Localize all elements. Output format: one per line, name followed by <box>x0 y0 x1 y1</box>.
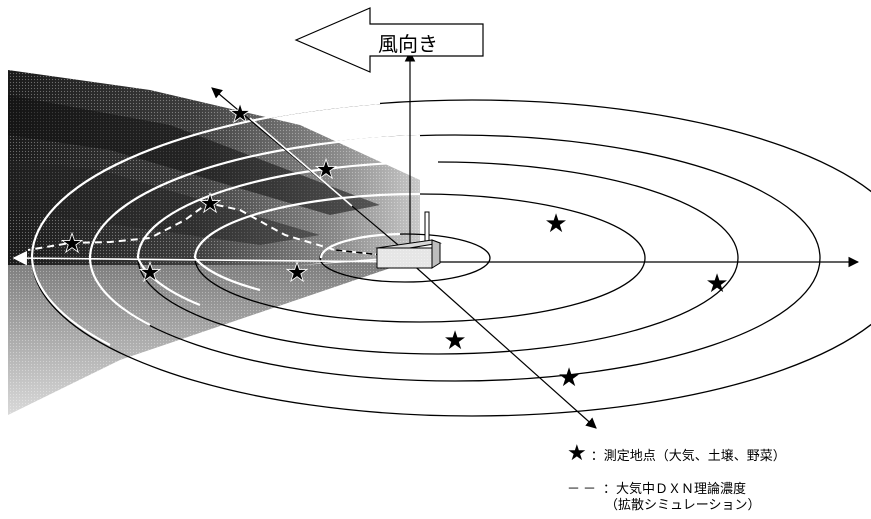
star-icon: ★ <box>314 155 337 185</box>
star-icon: ★ <box>60 229 83 259</box>
ellipse-arcs-in-plume <box>30 101 439 346</box>
ellipse-5-arc-lower <box>30 257 111 346</box>
wind-direction-label: 風向き <box>378 32 438 56</box>
ellipse-4-arc <box>88 134 421 259</box>
star-icon: ★ <box>544 209 567 239</box>
axes <box>12 50 860 429</box>
plume-texture <box>8 70 420 415</box>
plume-stripe-1 <box>8 95 380 215</box>
ellipse-2-arc-lower <box>194 257 261 292</box>
ellipse-3-arc-lower <box>136 257 201 307</box>
simulation-dashed-line-core <box>334 249 383 256</box>
simulation-dashed-line <box>27 201 383 256</box>
star-icon: ★ <box>198 189 221 219</box>
ellipse-4-arc-lower <box>88 257 151 326</box>
ellipse-2-arc <box>193 192 421 259</box>
star-icon: ★ <box>285 258 308 288</box>
star-icon: ★ <box>567 441 587 466</box>
ellipse-5-arc <box>30 101 381 259</box>
measurement-sites: ★ ★ ★ ★ ★ ★ ★ ★ ★ ★ <box>60 99 729 393</box>
legend-dash-text-line1: ：大気中ＤＸＮ理論濃度 <box>603 482 747 497</box>
star-icon: ★ <box>138 258 161 288</box>
factory-icon <box>375 211 442 269</box>
axis-diagonal-up-white <box>249 117 353 207</box>
wind-arrow <box>294 7 484 73</box>
legend-simulation: －－：大気中ＤＸＮ理論濃度 （拡散シミュレーション） <box>567 482 760 514</box>
legend-dash-text-line2: （拡散シミュレーション） <box>605 498 761 513</box>
star-icon: ★ <box>443 326 466 356</box>
axis-diagonal-down <box>409 261 597 429</box>
star-icon: ★ <box>557 363 580 393</box>
ellipse-1-arc <box>319 232 401 259</box>
legend-star-text: ：測定地点（大気、土壌、野菜） <box>590 448 786 464</box>
star-icon: ★ <box>228 99 251 129</box>
star-icon: ★ <box>705 269 728 299</box>
legend-measurement-sites: ★ ：測定地点（大気、土壌、野菜） <box>567 443 786 465</box>
axis-horizontal-left <box>12 250 411 266</box>
ellipse-3-arc <box>136 160 439 259</box>
dash-symbol: －－ <box>567 482 600 497</box>
